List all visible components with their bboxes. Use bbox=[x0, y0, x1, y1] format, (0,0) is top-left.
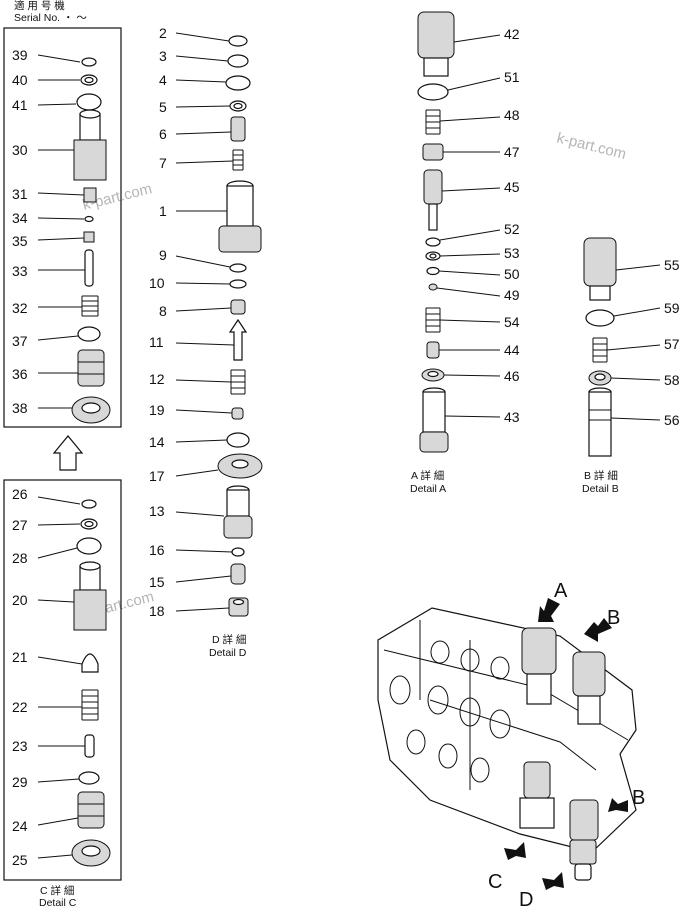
detail-b-parts: 55 59 57 58 56 bbox=[583, 237, 680, 457]
detail-a-caption-jp: A 詳 細 bbox=[411, 469, 444, 482]
part-label-52: 52 bbox=[504, 221, 520, 237]
part-label-28: 28 bbox=[12, 550, 28, 566]
header-serial-no: Serial No. ・ ～ bbox=[14, 12, 87, 24]
detail-a-parts: 42 51 48 47 45 52 53 50 bbox=[417, 11, 520, 453]
detail-b-caption-jp: B 詳 細 bbox=[584, 469, 618, 482]
part-label-43: 43 bbox=[504, 409, 520, 425]
part-label-35: 35 bbox=[12, 233, 28, 249]
part-label-9: 9 bbox=[159, 247, 167, 263]
part-label-48: 48 bbox=[504, 107, 520, 123]
arrow-b-icon bbox=[584, 618, 612, 642]
part-label-5: 5 bbox=[159, 99, 167, 115]
part-label-15: 15 bbox=[149, 574, 165, 590]
part-label-11: 11 bbox=[149, 334, 164, 350]
watermark-text: k-part.com bbox=[555, 129, 628, 163]
part-label-45: 45 bbox=[504, 179, 520, 195]
arrow-c-icon bbox=[504, 842, 526, 860]
callout-a: A bbox=[554, 580, 568, 602]
detail-c-caption: Detail C bbox=[39, 897, 77, 908]
part-label-13: 13 bbox=[149, 503, 165, 519]
part-label-4: 4 bbox=[159, 72, 167, 88]
part-label-1: 1 bbox=[159, 203, 167, 219]
part-label-51: 51 bbox=[504, 69, 520, 85]
callout-b: B bbox=[607, 607, 620, 629]
part-label-37: 37 bbox=[12, 333, 28, 349]
part-label-56: 56 bbox=[664, 412, 680, 428]
part-label-10: 10 bbox=[149, 275, 165, 291]
part-label-38: 38 bbox=[12, 400, 28, 416]
part-label-18: 18 bbox=[149, 603, 165, 619]
part-label-6: 6 bbox=[159, 126, 167, 142]
detail-c-upper-box: 39 40 41 30 31 34 35 33 bbox=[3, 27, 122, 428]
detail-d-caption-jp: D 詳 細 bbox=[212, 633, 246, 646]
part-label-49: 49 bbox=[504, 287, 520, 303]
part-label-54: 54 bbox=[504, 314, 520, 330]
part-label-16: 16 bbox=[149, 542, 165, 558]
part-label-21: 21 bbox=[12, 649, 28, 665]
part-label-27: 27 bbox=[12, 517, 28, 533]
part-label-44: 44 bbox=[504, 342, 520, 358]
part-label-31: 31 bbox=[12, 186, 28, 202]
detail-c-lower-box: 26 27 28 20 21 22 23 bbox=[3, 479, 122, 881]
arrow-d-icon bbox=[542, 872, 564, 890]
part-label-34: 34 bbox=[12, 210, 28, 226]
part-label-30: 30 bbox=[12, 142, 28, 158]
part-label-23: 23 bbox=[12, 738, 28, 754]
part-label-7: 7 bbox=[159, 155, 167, 171]
detail-b-caption: Detail B bbox=[582, 483, 619, 495]
part-label-22: 22 bbox=[12, 699, 28, 715]
part-label-50: 50 bbox=[504, 266, 520, 282]
part-label-2: 2 bbox=[159, 25, 167, 41]
part-label-59: 59 bbox=[664, 300, 680, 316]
part-label-3: 3 bbox=[159, 48, 167, 64]
part-label-8: 8 bbox=[159, 303, 167, 319]
callout-c: C bbox=[488, 871, 502, 893]
part-label-40: 40 bbox=[12, 72, 28, 88]
part-label-17: 17 bbox=[149, 468, 165, 484]
part-label-25: 25 bbox=[12, 852, 28, 868]
part-label-26: 26 bbox=[12, 486, 28, 502]
header-serial-jp: 適 用 号 機 bbox=[14, 0, 65, 12]
part-label-12: 12 bbox=[149, 371, 165, 387]
part-label-19: 19 bbox=[149, 402, 165, 418]
part-label-42: 42 bbox=[504, 26, 520, 42]
part-label-29: 29 bbox=[12, 774, 28, 790]
callout-b-side: B bbox=[632, 787, 645, 809]
part-label-14: 14 bbox=[149, 434, 165, 450]
part-label-46: 46 bbox=[504, 368, 520, 384]
part-label-36: 36 bbox=[12, 366, 28, 382]
part-label-33: 33 bbox=[12, 263, 28, 279]
detail-d-parts: 2 3 4 5 6 7 1 9 bbox=[149, 25, 263, 619]
detail-a-caption: Detail A bbox=[410, 483, 446, 495]
control-valve-assembly bbox=[377, 607, 637, 881]
part-label-32: 32 bbox=[12, 300, 28, 316]
part-label-20: 20 bbox=[12, 592, 28, 608]
part-label-24: 24 bbox=[12, 818, 28, 834]
part-label-57: 57 bbox=[664, 336, 680, 352]
arrow-b-side-icon bbox=[608, 798, 628, 812]
arrow-a-icon bbox=[538, 598, 560, 622]
detail-c-caption-jp: C 詳 細 bbox=[40, 884, 74, 897]
callout-d: D bbox=[519, 889, 533, 908]
part-label-39: 39 bbox=[12, 47, 28, 63]
detail-d-caption: Detail D bbox=[209, 647, 247, 659]
part-label-47: 47 bbox=[504, 144, 520, 160]
part-label-55: 55 bbox=[664, 257, 680, 273]
part-label-41: 41 bbox=[12, 97, 28, 113]
up-arrow-icon bbox=[52, 435, 84, 471]
part-label-53: 53 bbox=[504, 245, 520, 261]
part-label-58: 58 bbox=[664, 372, 680, 388]
